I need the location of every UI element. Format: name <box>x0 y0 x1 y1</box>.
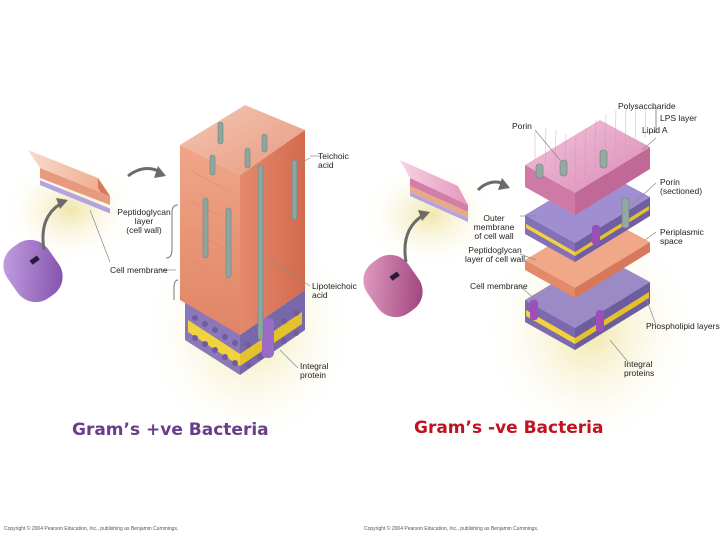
arrowhead-icon <box>154 166 166 178</box>
gram-negative-caption: Gram’s -ve Bacteria <box>414 418 604 438</box>
lipoteichoic-label-line2: acid <box>312 290 328 300</box>
phospholipid-layers-label: Phospholipid layers <box>646 321 720 331</box>
integral-protein-label: Integral protein <box>300 362 328 380</box>
peptidoglycan-label-line3: (cell wall) <box>126 225 162 235</box>
arrowhead-icon <box>418 210 430 221</box>
gram-negative-panel: Polysaccharide LPS layer Porin Lipid A P… <box>360 0 720 540</box>
integral-proteins-line2: proteins <box>624 368 655 378</box>
outer-membrane-line1: Outer <box>483 213 505 223</box>
lipoteichoic-acid-label: Lipoteichoic acid <box>312 282 357 300</box>
peptidoglycan-line2: layer of cell wall <box>465 254 525 264</box>
leader-lines <box>89 155 320 369</box>
polysaccharide-label: Polysaccharide <box>618 101 676 111</box>
porin-sectioned-line2: (sectioned) <box>660 186 703 196</box>
lipoteichoic-label-line1: Lipoteichoic <box>312 281 357 291</box>
cell-wall-block <box>525 105 650 350</box>
copyright-text: Copyright © 2004 Pearson Education, Inc.… <box>4 526 179 532</box>
bacterium-cell-icon <box>3 239 63 303</box>
peptidoglycan-line1: Peptidoglycan <box>468 245 522 255</box>
periplasmic-space-label: Periplasmic space <box>660 227 704 246</box>
outer-membrane-label: Outer membrane of cell wall <box>466 214 522 241</box>
gram-positive-diagram <box>0 105 360 450</box>
membrane-bracket <box>173 279 179 300</box>
lps-layer-label: LPS layer <box>660 113 697 123</box>
integral-proteins-line1: Integral <box>624 359 653 369</box>
gram-positive-panel: Teichoic acid Peptidoglycan layer (cell … <box>0 105 360 532</box>
lipid-a-label: Lipid A <box>642 125 668 135</box>
outer-membrane-line2: membrane <box>473 222 515 232</box>
bacterium-cell-icon <box>363 254 423 318</box>
peptidoglycan-label: Peptidoglycan layer (cell wall) <box>114 208 174 235</box>
arrow-to-wedge-icon <box>41 202 61 251</box>
arrow-to-wedge-icon <box>403 214 423 263</box>
cell-wall-wedge <box>400 160 468 222</box>
gram-negative-diagram <box>360 105 700 450</box>
background-glow-small <box>0 155 140 265</box>
lps-bracket <box>652 107 657 133</box>
leader-lines <box>519 129 657 363</box>
integral-protein-label-line1: Integral <box>300 361 329 371</box>
gram-positive-caption: Gram’s +ve Bacteria <box>72 420 269 440</box>
integral-proteins-label: Integral proteins <box>624 360 654 378</box>
cell-membrane-label: Cell membrane <box>110 265 168 275</box>
integral-protein-label-line2: protein <box>300 370 326 380</box>
peptidoglycan-label-line1: Peptidoglycan <box>117 207 171 217</box>
outer-membrane-line3: of cell wall <box>474 231 514 241</box>
cell-wall-block <box>180 105 305 375</box>
peptidoglycan-label-line2: layer <box>134 216 154 226</box>
peptidoglycan-bracket <box>165 204 179 259</box>
copyright-text: Copyright © 2004 Pearson Education, Inc.… <box>364 526 539 532</box>
cell-membrane-label: Cell membrane <box>470 281 528 291</box>
background-glow-small <box>360 160 500 270</box>
porin-sectioned-line1: Porin <box>660 177 680 187</box>
porin-sectioned-label: Porin (sectioned) <box>660 178 702 196</box>
cell-wall-wedge <box>28 150 110 214</box>
peptidoglycan-label: Peptidoglycan layer of cell wall <box>464 246 526 264</box>
teichoic-acid-label: Teichoic acid <box>318 151 349 170</box>
porin-label: Porin <box>512 121 532 131</box>
arrowhead-icon <box>56 198 68 209</box>
arrowhead-icon <box>498 178 510 190</box>
